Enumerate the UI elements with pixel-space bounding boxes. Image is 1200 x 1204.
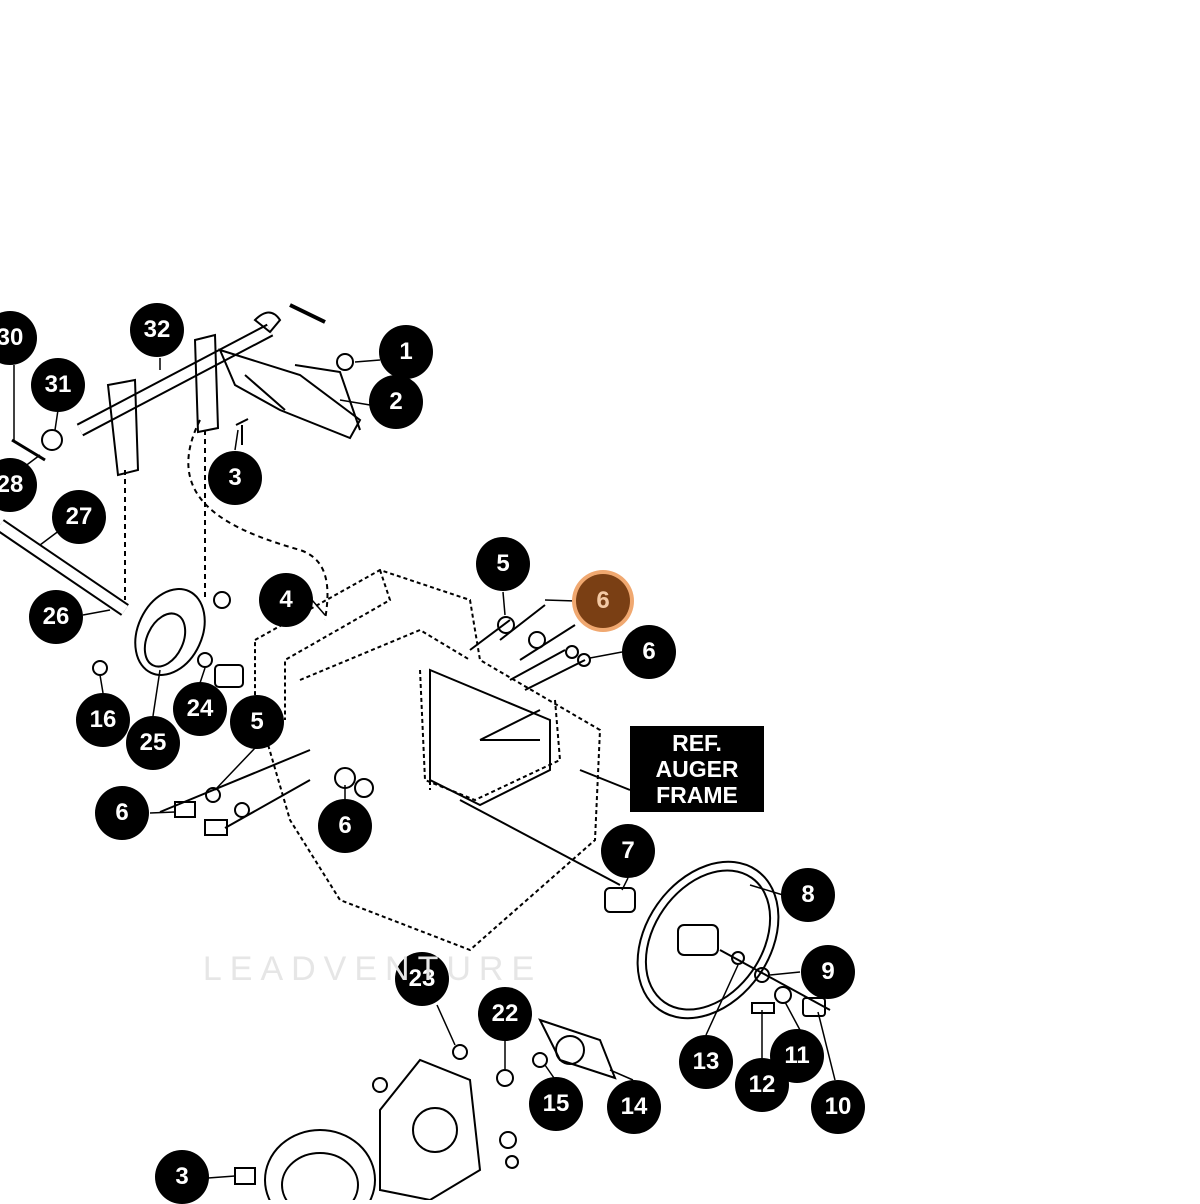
pin-30: [11, 438, 46, 462]
rod-cap: [253, 311, 282, 334]
center-bracket: [193, 333, 220, 434]
callout-part-9[interactable]: 9: [801, 945, 855, 999]
callout-part-26[interactable]: 26: [29, 590, 83, 644]
idler-14: [538, 1018, 617, 1080]
callout-part-25[interactable]: 25: [126, 716, 180, 770]
watermark: LEADVENTURE: [202, 950, 543, 988]
frame-outline: [254, 568, 602, 952]
callout-part-6a[interactable]: 6: [576, 574, 630, 628]
ref-line-2: AUGER: [655, 756, 739, 782]
callout-part-10[interactable]: 10: [811, 1080, 865, 1134]
drive-shaft: [459, 799, 621, 886]
callout-part-15[interactable]: 15: [529, 1077, 583, 1131]
callout-part-5b[interactable]: 5: [230, 695, 284, 749]
callout-part-22[interactable]: 22: [478, 987, 532, 1041]
callout-part-2[interactable]: 2: [369, 375, 423, 429]
callout-part-14[interactable]: 14: [607, 1080, 661, 1134]
callout-part-8[interactable]: 8: [781, 868, 835, 922]
hub: [677, 924, 719, 956]
handle-pin: [289, 303, 326, 324]
right-link: [294, 364, 361, 431]
callout-part-7[interactable]: 7: [601, 824, 655, 878]
nut-1: [336, 353, 354, 371]
callout-part-6c[interactable]: 6: [95, 786, 149, 840]
lower-pulley: [264, 1129, 376, 1200]
ref-line-3: FRAME: [656, 782, 738, 808]
bolt-3-upper: [235, 418, 249, 445]
callout-part-31[interactable]: 31: [31, 358, 85, 412]
callout-part-5a[interactable]: 5: [476, 537, 530, 591]
pulley-8: [636, 860, 780, 1020]
callout-part-12[interactable]: 12: [735, 1058, 789, 1112]
callout-part-4[interactable]: 4: [259, 573, 313, 627]
friction-wheel: [134, 588, 206, 676]
bolt-10: [802, 997, 826, 1017]
left-bracket: [106, 378, 140, 477]
callout-part-24[interactable]: 24: [173, 682, 227, 736]
callout-part-11[interactable]: 11: [770, 1029, 824, 1083]
callout-part-6b[interactable]: 6: [622, 625, 676, 679]
cable: [187, 419, 329, 621]
gearbox: [429, 668, 551, 807]
callout-part-27[interactable]: 27: [52, 490, 106, 544]
callout-part-3b[interactable]: 3: [155, 1150, 209, 1204]
callout-part-32[interactable]: 32: [130, 303, 184, 357]
ref-auger-frame-label: REF. AUGER FRAME: [630, 726, 764, 812]
callout-part-6d[interactable]: 6: [318, 799, 372, 853]
shift-link: [244, 374, 286, 411]
ref-line-1: REF.: [672, 730, 722, 756]
callout-part-23[interactable]: 23: [395, 952, 449, 1006]
bearing-7: [604, 887, 636, 913]
callout-part-3a[interactable]: 3: [208, 451, 262, 505]
lower-bracket: [379, 1058, 482, 1200]
callout-part-13[interactable]: 13: [679, 1035, 733, 1089]
callout-part-16[interactable]: 16: [76, 693, 130, 747]
key-12: [751, 1002, 775, 1014]
shift-arm: [218, 348, 362, 440]
callout-part-1[interactable]: 1: [379, 325, 433, 379]
spacer-24: [214, 664, 244, 688]
auger-ref-leader: [579, 769, 631, 791]
